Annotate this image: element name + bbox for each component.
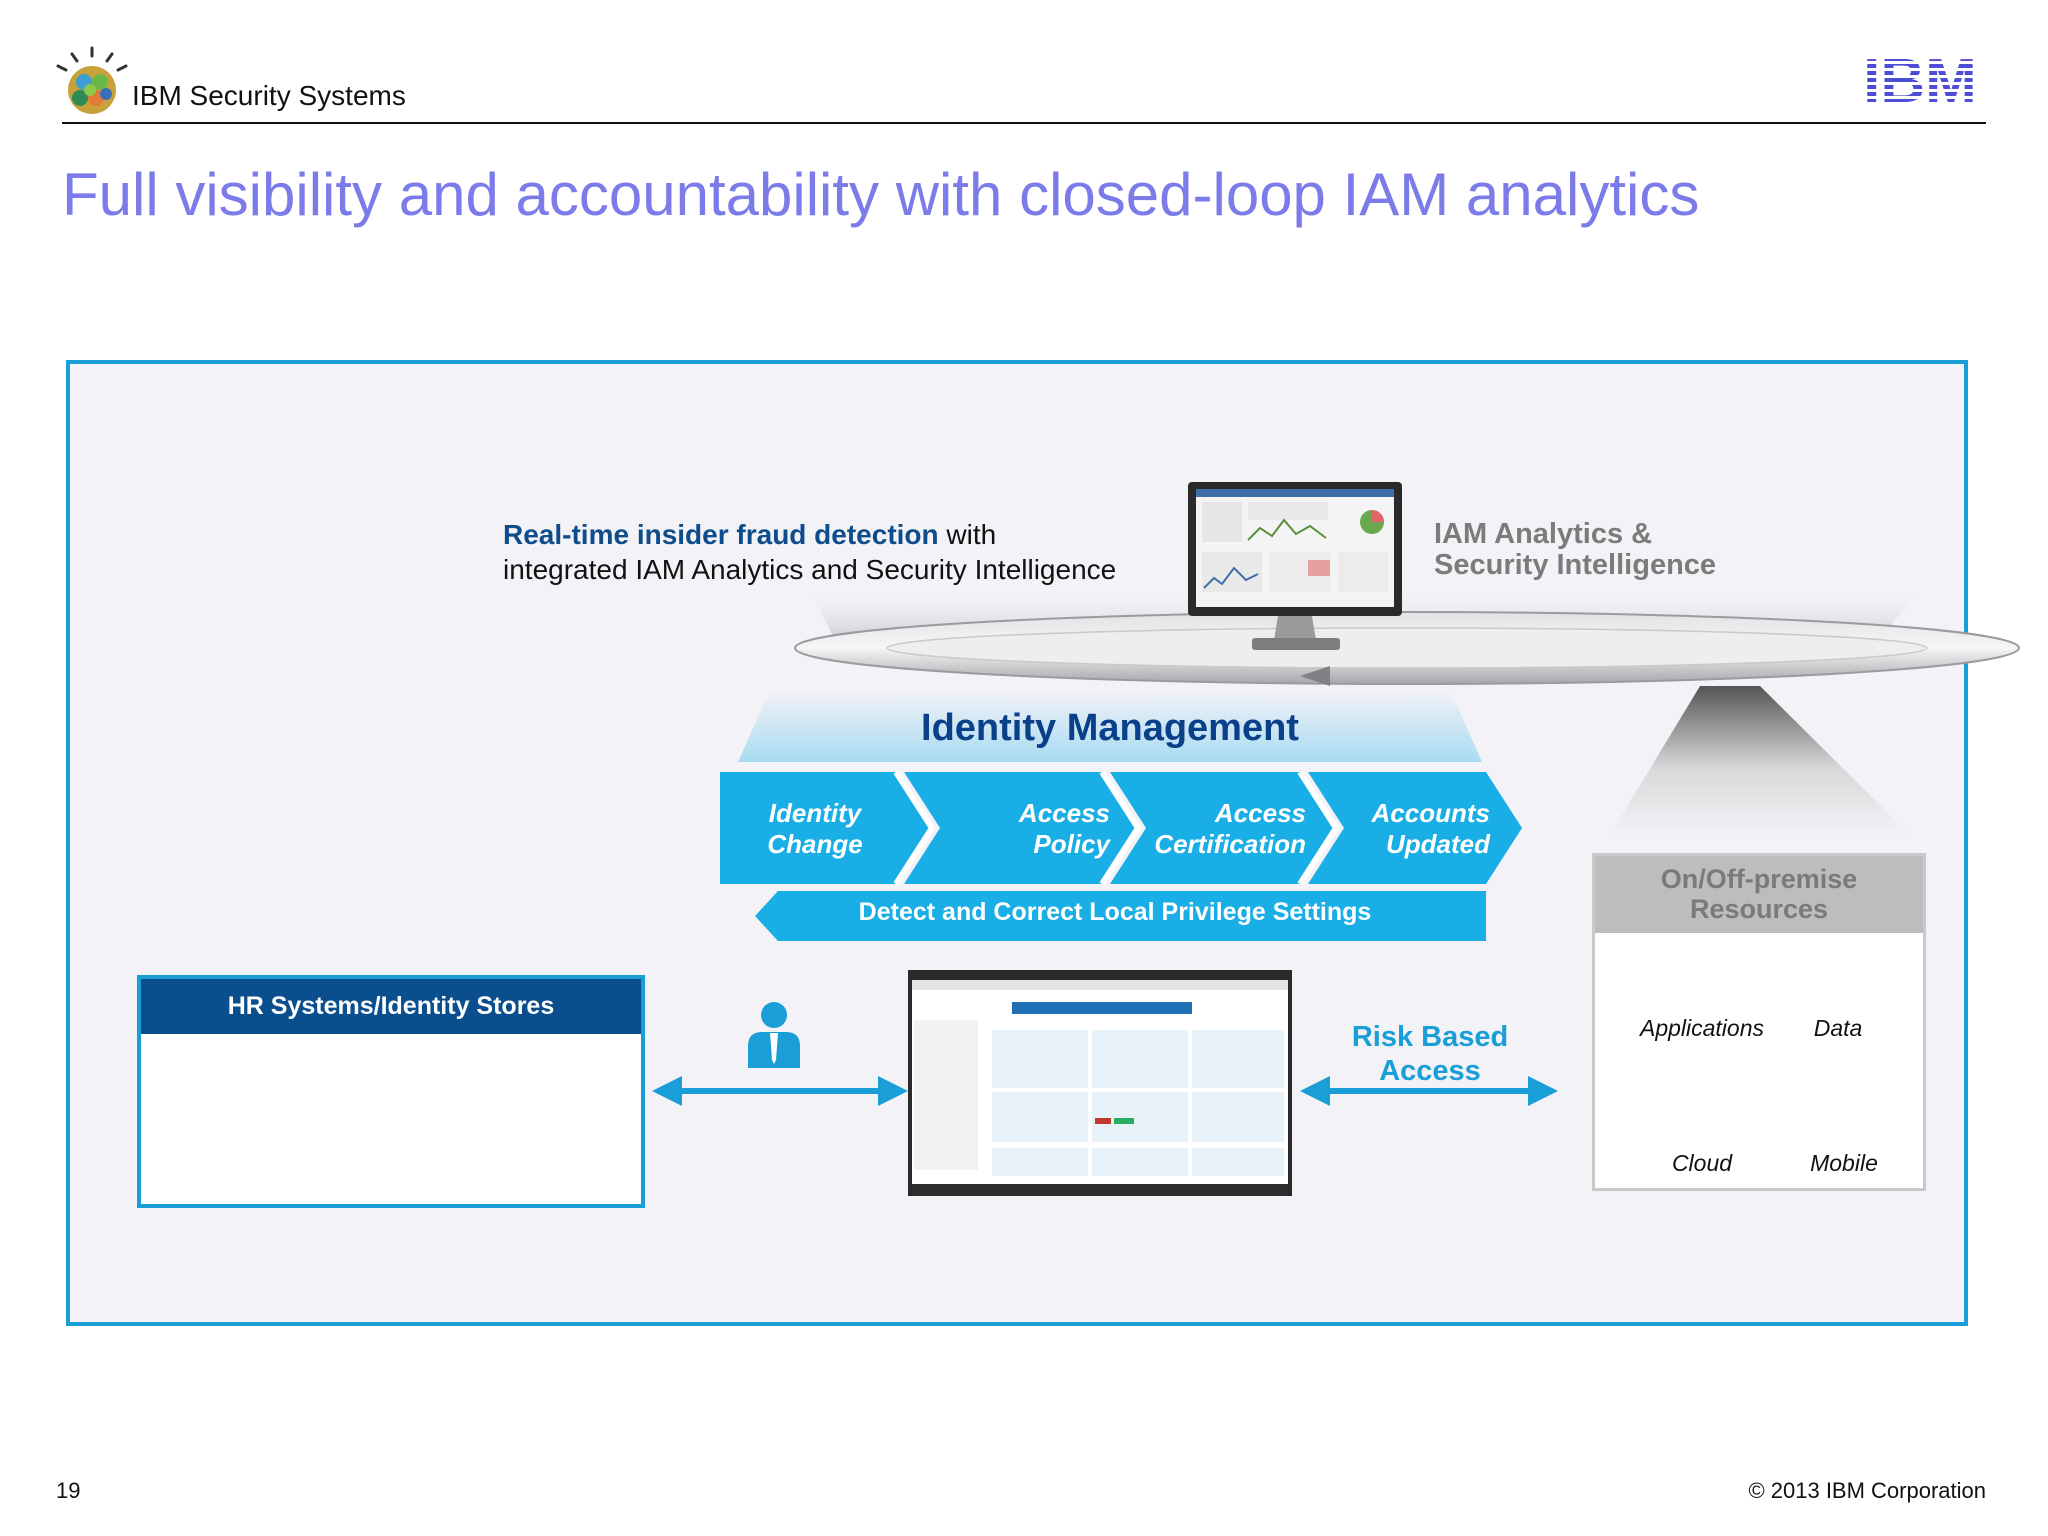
fraud-detection-line2: integrated IAM Analytics and Security In…	[503, 554, 1117, 585]
step-identity-change-line1: Identity	[768, 798, 862, 828]
resources-title: On/Off-premise Resources	[1595, 856, 1923, 933]
hr-to-console-arrow	[652, 1076, 908, 1106]
fraud-detection-highlight: Real-time insider fraud detection	[503, 519, 939, 550]
access-certification-chevron	[1110, 772, 1336, 884]
step-access-certification-line1: Access	[1214, 798, 1306, 828]
risk-based-access-label: Risk Based Access	[1320, 1020, 1540, 1088]
accounts-updated-chevron	[1308, 772, 1522, 884]
hr-systems-box: HR Systems/Identity Stores	[137, 975, 645, 1208]
step-accounts-updated-line2: Updated	[1386, 829, 1490, 859]
identity-glow	[738, 690, 1482, 762]
identity-console-screenshot	[908, 970, 1292, 1196]
ring-arrow-icon	[1300, 666, 1330, 686]
page-title: Full visibility and accountability with …	[62, 161, 1700, 228]
risk-access-arrow	[1300, 1076, 1558, 1106]
detect-bar	[755, 891, 1486, 941]
page-number: 19	[56, 1478, 81, 1503]
resource-label-applications: Applications	[1639, 1015, 1765, 1041]
risk-line1: Risk Based	[1351, 1021, 1509, 1053]
identity-change-chevron	[720, 772, 932, 884]
step-identity-change: Identity Change	[740, 798, 890, 860]
resources-beam	[1610, 686, 1910, 835]
analytics-label: IAM Analytics & Security Intelligence	[1434, 519, 1716, 581]
step-identity-change-line2: Change	[767, 829, 863, 859]
user-icon	[748, 1002, 800, 1068]
fraud-detection-with: with	[938, 519, 997, 550]
resources-box: On/Off-premise Resources	[1592, 853, 1926, 1191]
identity-management-title: Identity Management	[921, 707, 1299, 749]
ibm-logo: IBM	[1854, 47, 1986, 116]
detect-correct-label: Detect and Correct Local Privilege Setti…	[858, 898, 1372, 926]
access-policy-chevron	[904, 772, 1138, 884]
analytics-label-line1: IAM Analytics &	[1434, 518, 1653, 550]
step-access-policy-line1: Access	[1018, 798, 1110, 828]
copyright: © 2013 IBM Corporation	[1748, 1478, 1986, 1503]
resource-label-cloud: Cloud	[1671, 1150, 1733, 1176]
analytics-monitor-icon	[1188, 482, 1402, 650]
ibm-security-emblem-icon	[56, 46, 128, 114]
step-access-policy: Access Policy	[960, 798, 1110, 860]
fraud-detection-text: Real-time insider fraud detection with i…	[503, 517, 1116, 587]
risk-line2: Access	[1379, 1055, 1481, 1087]
analytics-label-line2: Security Intelligence	[1434, 549, 1717, 581]
ibm-logo-text: IBM	[1863, 50, 1977, 106]
brand-name: IBM Security Systems	[132, 80, 406, 111]
step-access-policy-line2: Policy	[1033, 829, 1110, 859]
step-access-certification-line2: Certification	[1154, 829, 1306, 859]
resources-title-line2: Resources	[1689, 894, 1829, 924]
step-access-certification: Access Certification	[1140, 798, 1306, 860]
step-accounts-updated: Accounts Updated	[1340, 798, 1490, 860]
resources-title-line1: On/Off-premise	[1660, 864, 1858, 894]
step-accounts-updated-line1: Accounts	[1371, 798, 1490, 828]
resource-label-mobile: Mobile	[1810, 1150, 1878, 1176]
resource-label-data: Data	[1813, 1015, 1863, 1041]
hr-systems-title: HR Systems/Identity Stores	[141, 979, 641, 1034]
header-divider	[62, 122, 1986, 124]
